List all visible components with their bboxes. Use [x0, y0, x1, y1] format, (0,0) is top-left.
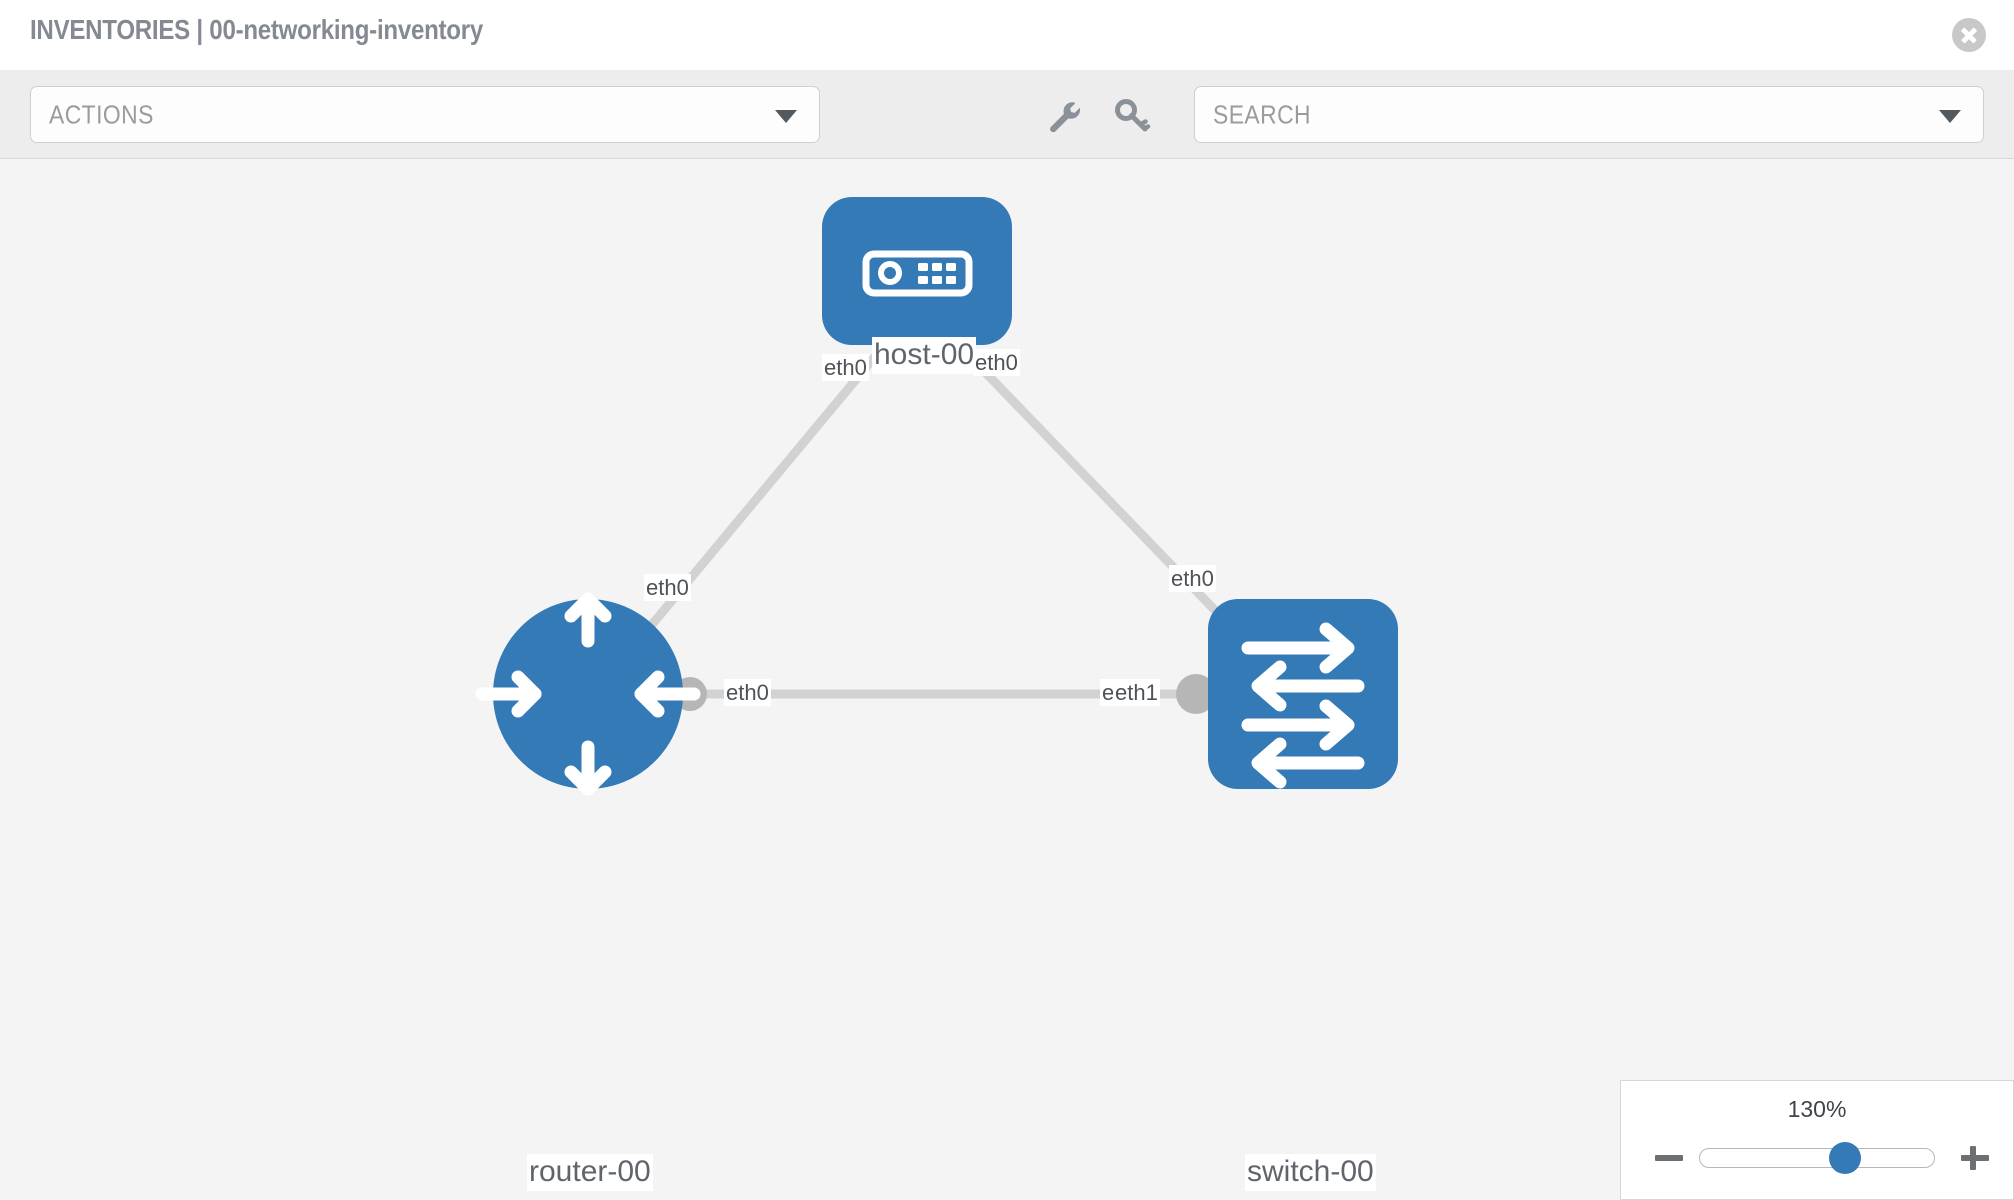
- actions-dropdown-label: ACTIONS: [49, 99, 154, 129]
- port-label: eth0: [822, 354, 869, 382]
- link-host00-switch00[interactable]: [951, 337, 1266, 663]
- port-marker-group: [673, 327, 1254, 714]
- key-icon[interactable]: [1112, 96, 1152, 136]
- node-label-host-00: host-00: [872, 337, 977, 374]
- node-label-router-00: router-00: [527, 1154, 653, 1191]
- node-host-00[interactable]: [822, 197, 1012, 345]
- zoom-in-button[interactable]: [1959, 1142, 1991, 1174]
- port-label: eth1: [1113, 679, 1160, 707]
- page-header: INVENTORIES | 00-networking-inventory: [0, 0, 2014, 70]
- node-router-00[interactable]: [475, 592, 701, 796]
- chevron-down-icon: [775, 109, 797, 123]
- zoom-out-button[interactable]: [1653, 1142, 1685, 1174]
- zoom-control-panel: 130%: [1620, 1080, 2014, 1200]
- search-input[interactable]: SEARCH: [1194, 86, 1984, 143]
- zoom-level-value: 130%: [1787, 1096, 1847, 1122]
- node-label-switch-00: switch-00: [1245, 1154, 1376, 1191]
- close-icon[interactable]: [1952, 18, 1986, 52]
- port-label: eth0: [644, 574, 691, 602]
- wrench-icon[interactable]: [1044, 96, 1084, 136]
- topology-canvas[interactable]: eth0 eth0 eth0 eth0 eth0 eth eth1 host-0…: [0, 159, 2014, 1200]
- port-marker[interactable]: [1176, 674, 1216, 714]
- port-label: eth0: [1169, 565, 1216, 593]
- link-host00-router00[interactable]: [621, 338, 892, 660]
- toolbar: ACTIONS SEARCH: [0, 70, 2014, 159]
- link-group: [621, 337, 1266, 699]
- search-placeholder: SEARCH: [1213, 99, 1311, 129]
- port-label: eth0: [973, 349, 1020, 377]
- zoom-slider[interactable]: [1699, 1142, 1935, 1174]
- node-switch-00[interactable]: [1208, 599, 1398, 789]
- zoom-slider-knob[interactable]: [1829, 1142, 1862, 1174]
- actions-dropdown[interactable]: ACTIONS: [30, 86, 820, 143]
- topology-graph: [475, 197, 1398, 796]
- port-label: eth0: [724, 679, 771, 707]
- chevron-down-icon: [1939, 109, 1961, 123]
- page-title: INVENTORIES | 00-networking-inventory: [30, 14, 484, 45]
- zoom-slider-row: [1621, 1136, 2013, 1180]
